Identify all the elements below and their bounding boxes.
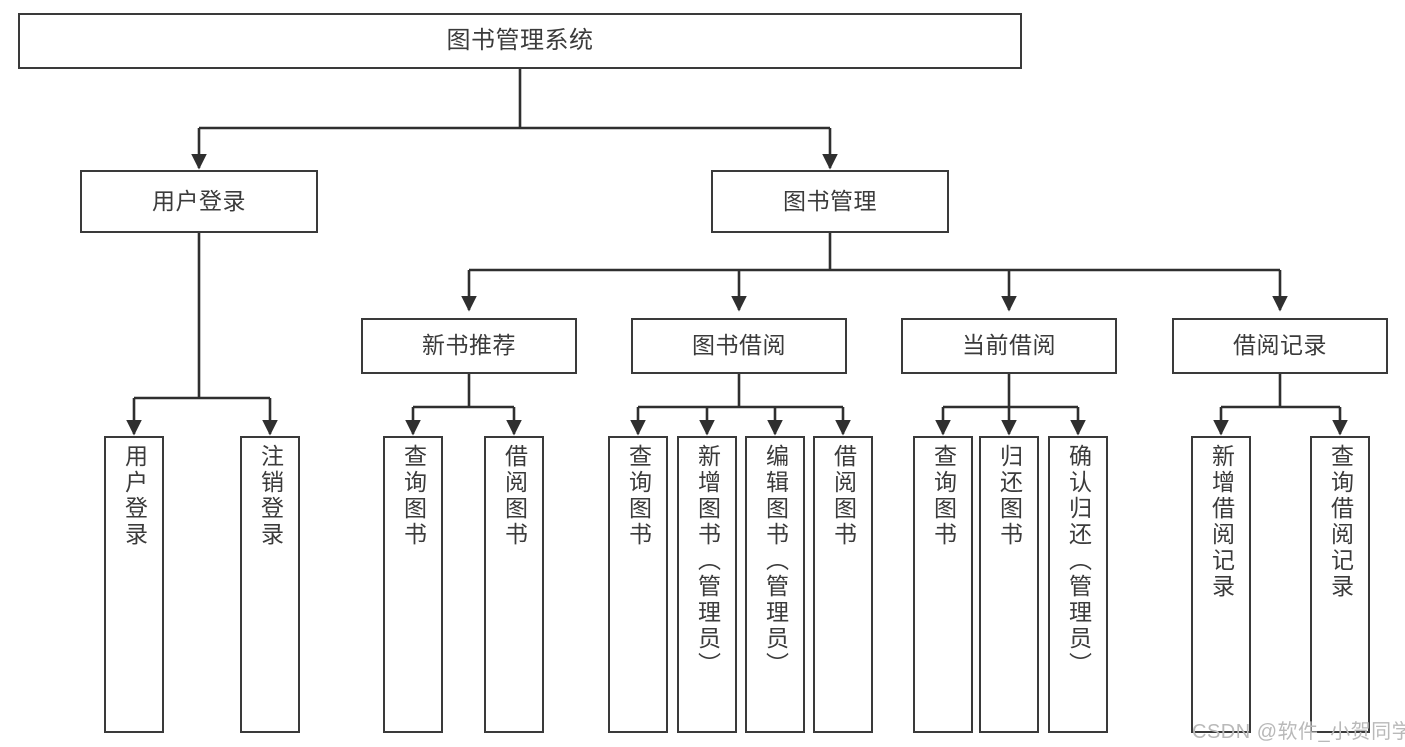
node-current-borrow[interactable]: 当前借阅 [901,318,1117,374]
node-label: 查询图书 [400,444,427,548]
node-label: 借阅图书 [501,444,528,548]
node-label: 用户登录 [121,444,148,548]
node-label: 查询图书 [625,444,652,548]
csdn-watermark: CSDN @软件_小贺同学 [1192,721,1405,743]
leaf-user-login-login[interactable]: 用户登录 [104,436,164,733]
node-new-book-recommend[interactable]: 新书推荐 [361,318,577,374]
node-label: 图书管理系统 [446,26,594,54]
node-label: 当前借阅 [962,332,1056,359]
leaf-borrow-record-query[interactable]: 查询借阅记录 [1310,436,1370,733]
leaf-borrow-record-add[interactable]: 新增借阅记录 [1191,436,1251,733]
node-label: 图书借阅 [692,332,786,359]
node-label: 新书推荐 [422,332,516,359]
node-label: 新增图书（管理员） [694,444,721,678]
node-label: 新增借阅记录 [1208,444,1235,600]
node-label: 查询借阅记录 [1327,444,1354,600]
node-book-management[interactable]: 图书管理 [711,170,949,233]
leaf-current-borrow-confirm[interactable]: 确认归还（管理员） [1048,436,1108,733]
node-label: 图书管理 [783,187,877,214]
node-label: 借阅图书 [830,444,857,548]
node-label: 编辑图书（管理员） [762,444,789,678]
leaf-book-borrow-borrow[interactable]: 借阅图书 [813,436,873,733]
leaf-user-login-logout[interactable]: 注销登录 [240,436,300,733]
node-label: 注销登录 [257,444,284,548]
node-root-system[interactable]: 图书管理系统 [18,13,1022,69]
node-label: 查询图书 [930,444,957,548]
leaf-book-borrow-edit[interactable]: 编辑图书（管理员） [745,436,805,733]
node-borrow-record[interactable]: 借阅记录 [1172,318,1388,374]
node-label: 用户登录 [152,187,246,214]
leaf-book-borrow-query[interactable]: 查询图书 [608,436,668,733]
leaf-new-book-borrow[interactable]: 借阅图书 [484,436,544,733]
node-label: 借阅记录 [1233,332,1327,359]
node-label: 确认归还（管理员） [1065,444,1092,678]
leaf-book-borrow-add[interactable]: 新增图书（管理员） [677,436,737,733]
node-book-borrow[interactable]: 图书借阅 [631,318,847,374]
leaf-current-borrow-return[interactable]: 归还图书 [979,436,1039,733]
node-user-login[interactable]: 用户登录 [80,170,318,233]
leaf-new-book-query[interactable]: 查询图书 [383,436,443,733]
leaf-current-borrow-query[interactable]: 查询图书 [913,436,973,733]
node-label: 归还图书 [996,444,1023,548]
